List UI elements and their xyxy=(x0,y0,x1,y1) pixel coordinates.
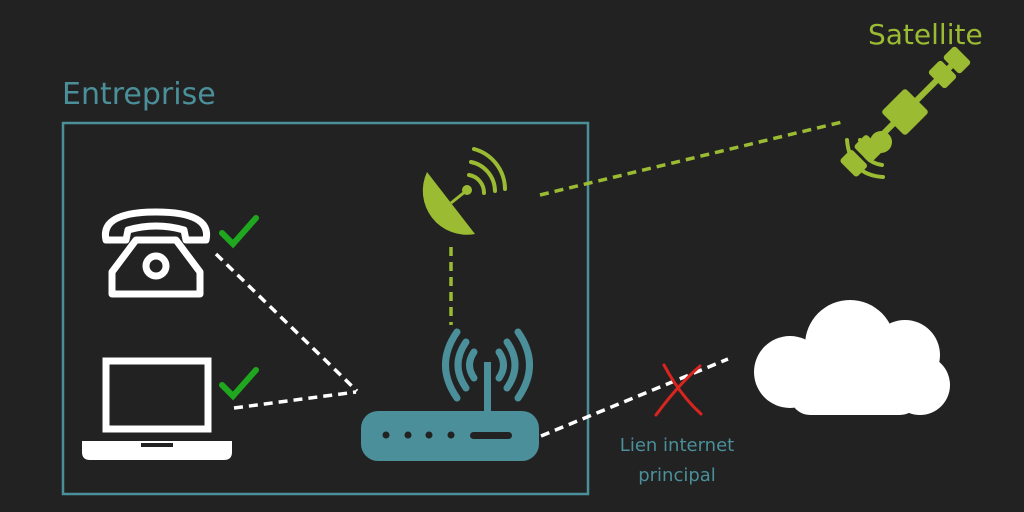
phone-router-link xyxy=(214,252,359,393)
main-internet-link xyxy=(540,357,729,438)
satellite-dish-icon xyxy=(422,147,507,235)
cloud-icon xyxy=(754,300,950,415)
laptop-router-link xyxy=(233,390,357,410)
main-link-label-line2: principal xyxy=(638,465,716,486)
enterprise-label: Entreprise xyxy=(62,77,216,112)
enterprise-boundary xyxy=(61,121,590,496)
check-icon xyxy=(219,367,259,401)
check-icon xyxy=(219,215,259,249)
cross-icon xyxy=(654,363,703,417)
satellite-icon xyxy=(840,46,971,179)
satellite-label: Satellite xyxy=(868,18,983,51)
satellite-link xyxy=(539,120,843,197)
laptop-icon xyxy=(82,357,232,460)
main-link-label-line1: Lien internet xyxy=(620,435,734,456)
telephone-icon xyxy=(101,208,211,298)
wifi-router-icon xyxy=(361,328,539,461)
